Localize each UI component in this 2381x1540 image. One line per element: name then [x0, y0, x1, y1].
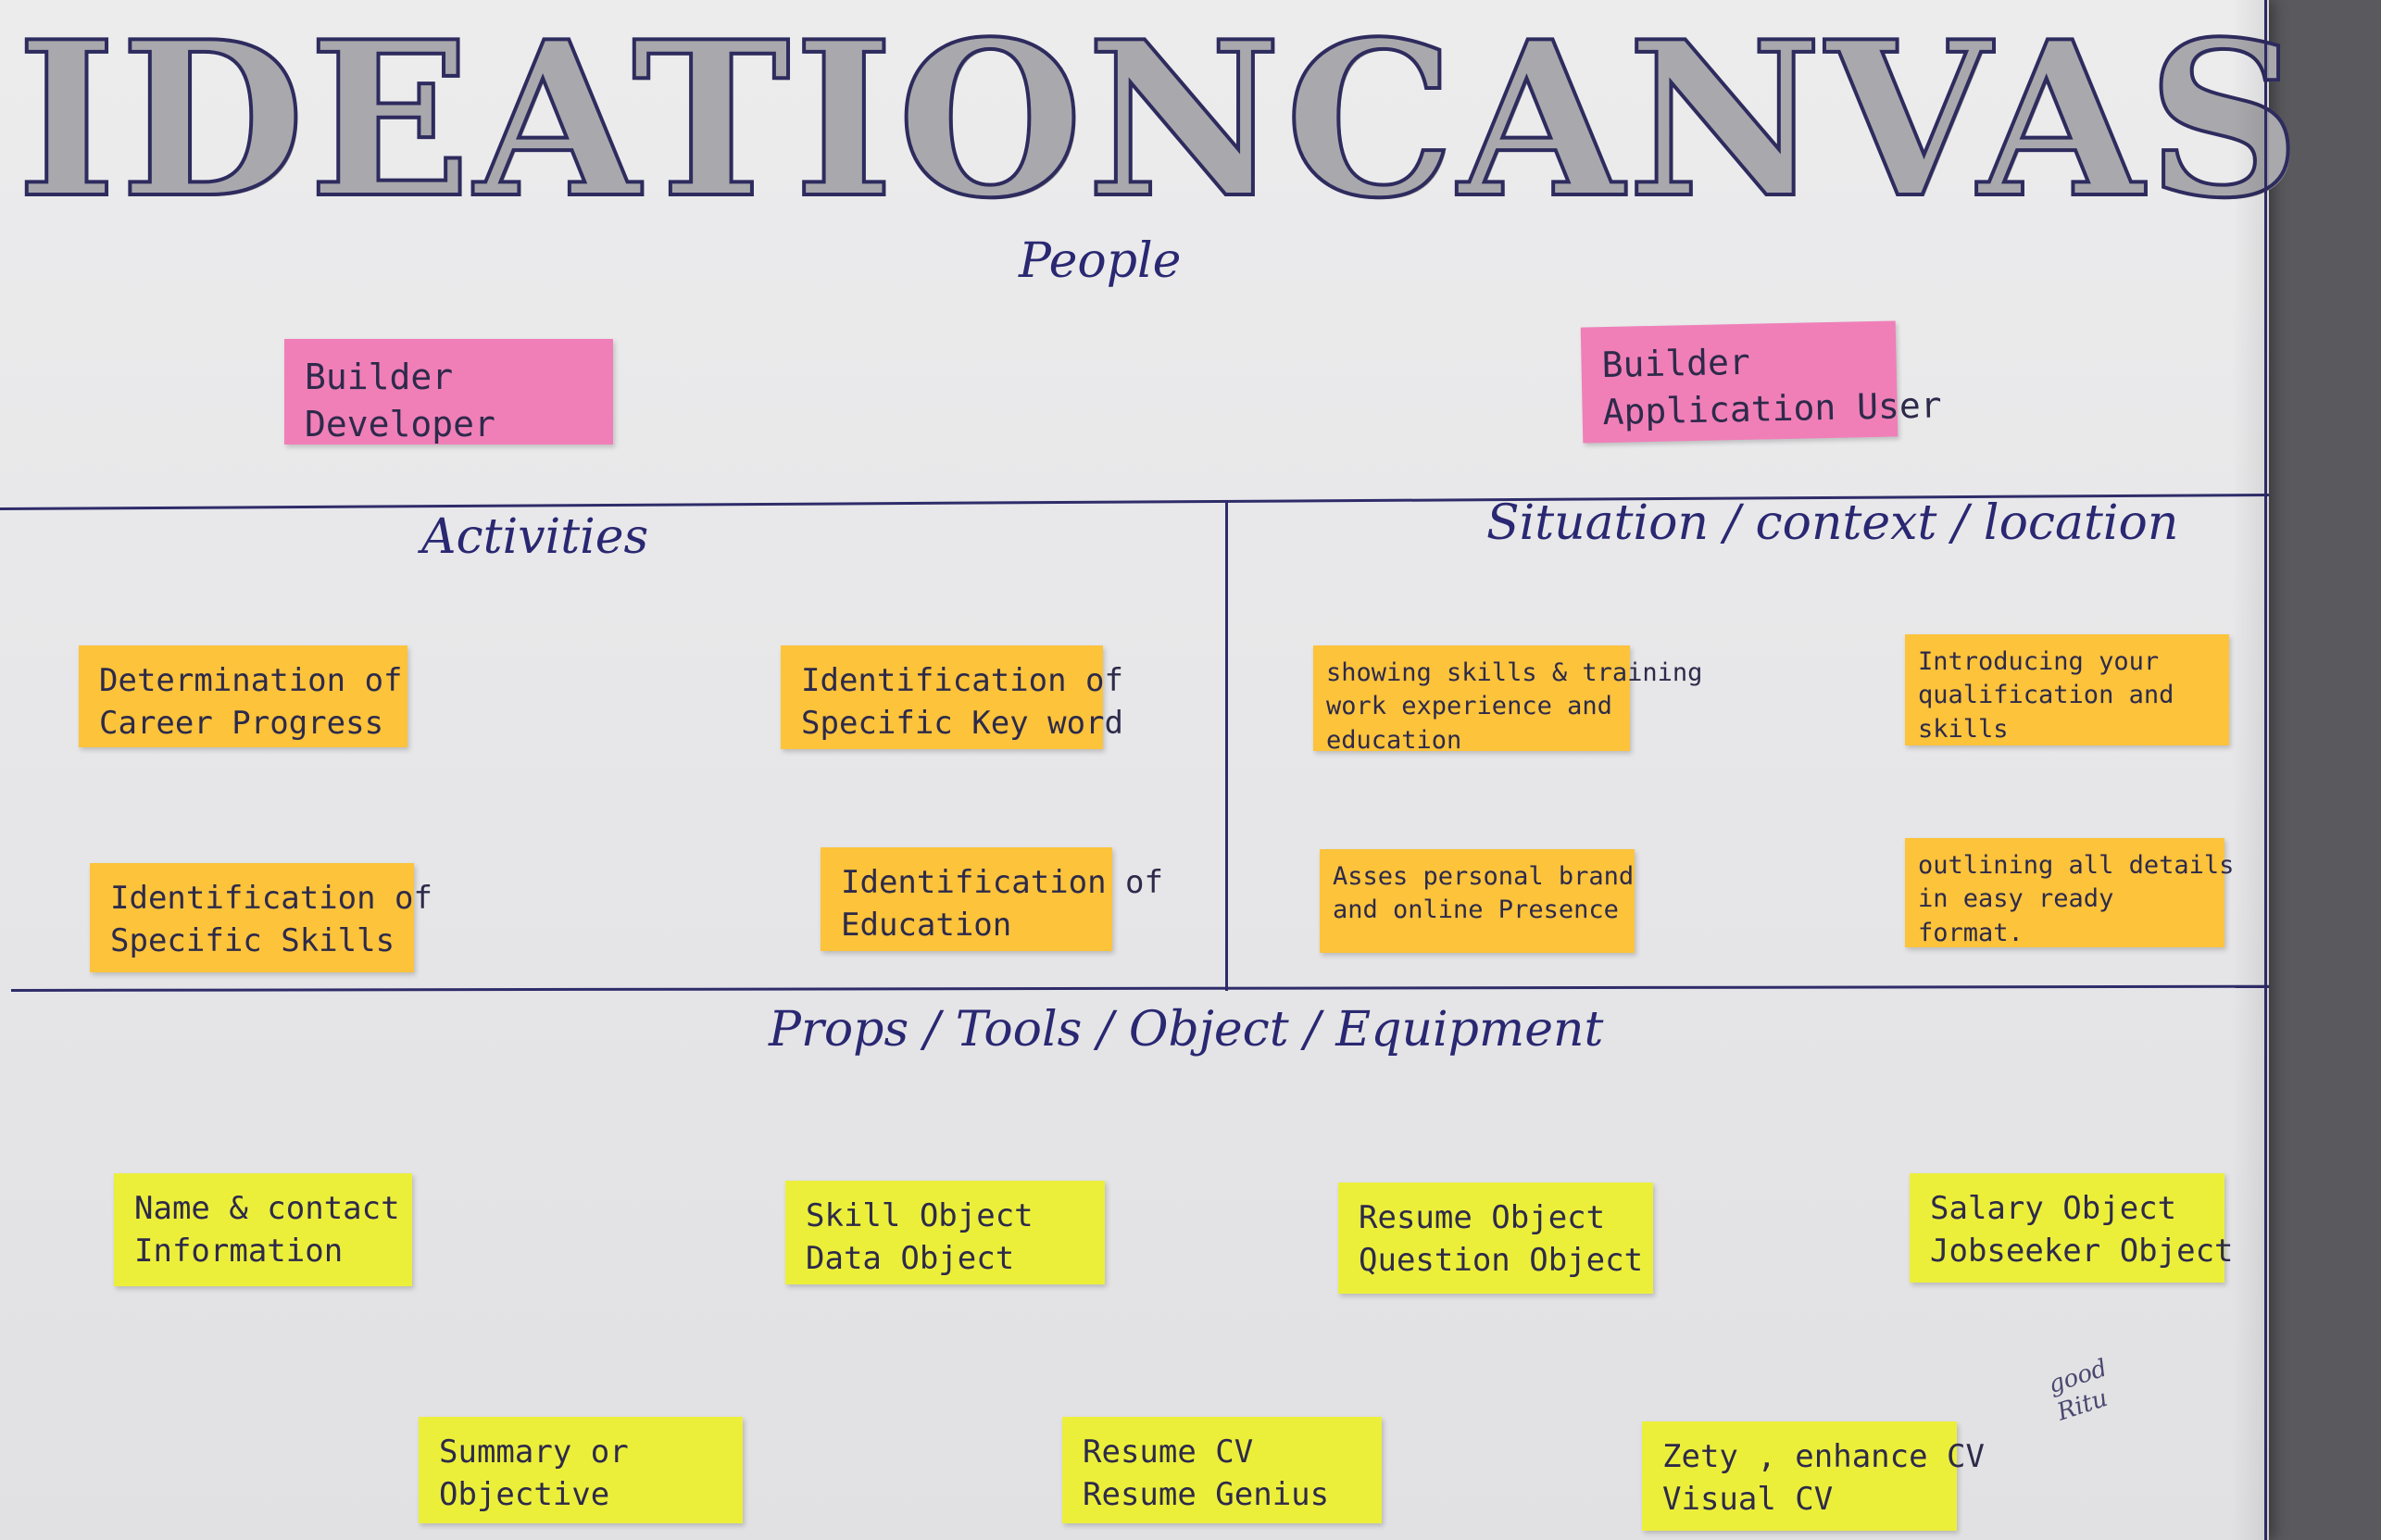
sticky-note: Resume CV Resume Genius — [1062, 1417, 1382, 1523]
sticky-note: Skill Object Data Object — [785, 1181, 1105, 1284]
note-line: Information — [134, 1232, 344, 1270]
sticky-note: showing skills & training work experienc… — [1313, 645, 1703, 755]
section-label-situation: Situation / context / location — [1486, 495, 2179, 551]
note-line: Asses personal brand — [1333, 862, 1635, 891]
note-line: Specific Skills — [110, 921, 395, 959]
sticky-note: Salary Object Jobseeker Object — [1910, 1173, 2234, 1283]
note-line: Visual CV — [1662, 1480, 1834, 1518]
note-line: Application User — [1602, 384, 1943, 433]
note-line: Career Progress — [99, 704, 384, 742]
note-line: Question Object — [1359, 1241, 1644, 1279]
note-line: Zety , enhance CV — [1662, 1438, 1985, 1475]
note-line: Data Object — [806, 1239, 1015, 1277]
section-label-people: People — [1019, 233, 1182, 289]
title-word-ideation: IDEATION — [15, 0, 1285, 245]
sticky-note: Identification of Specific Skills — [90, 863, 432, 972]
sticky-note: Builder Application User — [1580, 320, 1943, 444]
sticky-note: Zety , enhance CV Visual CV — [1642, 1421, 1985, 1531]
sticky-note: Builder Developer — [284, 339, 613, 444]
note-line: Resume CV — [1083, 1434, 1254, 1471]
note-line: in easy ready — [1918, 884, 2114, 914]
sticky-note: Identification of Education — [821, 847, 1163, 951]
note-line: Education — [841, 906, 1012, 944]
divider-props-top — [10, 984, 2269, 992]
note-line: Specific Key word — [801, 704, 1123, 742]
sticky-note: Determination of Career Progress — [79, 645, 407, 747]
note-line: Identification of — [801, 662, 1123, 699]
section-label-props: Props / Tools / Object / Equipment — [769, 1002, 1604, 1058]
note-line: work experience and — [1326, 692, 1612, 721]
paper-sheet: IDEATION CANVAS People Activities Situat… — [0, 0, 2302, 1540]
note-line: Objective — [439, 1475, 610, 1513]
note-line: showing skills & training — [1326, 658, 1703, 687]
note-line: Builder — [305, 357, 454, 397]
canvas-title: IDEATION CANVAS — [0, 0, 2302, 245]
sticky-note: Identification of Specific Key word — [781, 645, 1123, 749]
note-line: Salary Object — [1930, 1190, 2177, 1227]
note-line: Resume Genius — [1083, 1475, 1330, 1513]
sticky-note: Introducing your qualification and skill… — [1905, 634, 2229, 745]
note-line: Summary or — [439, 1434, 629, 1471]
sticky-note: Asses personal brand and online Presence — [1320, 849, 1635, 953]
note-line: Identification of — [841, 864, 1163, 901]
note-line: Resume Object — [1359, 1199, 1606, 1236]
sticky-note: Name & contact Information — [114, 1173, 412, 1286]
sticky-note: outlining all details in easy ready form… — [1905, 838, 2235, 947]
right-border-line — [2264, 0, 2267, 1540]
note-line: and online Presence — [1333, 895, 1619, 925]
note-line: Identification of — [110, 880, 432, 917]
note-line: Introducing your — [1918, 647, 2160, 676]
note-line: skills — [1918, 714, 2009, 744]
title-word-canvas: CANVAS — [1284, 0, 2305, 245]
note-line: Builder — [1601, 341, 1751, 386]
note-line: Developer — [305, 404, 495, 445]
note-line: Name & contact — [134, 1190, 400, 1227]
handwritten-signature: good Ritu — [2045, 1338, 2197, 1513]
divider-middle-vertical — [1225, 500, 1228, 991]
note-line: outlining all details — [1918, 851, 2235, 880]
sticky-note: Resume Object Question Object — [1338, 1183, 1653, 1294]
sticky-note: Summary or Objective — [419, 1417, 743, 1523]
section-label-activities: Activities — [421, 509, 649, 565]
note-line: education — [1326, 725, 1462, 755]
note-line: Skill Object — [806, 1197, 1034, 1234]
note-line: format. — [1918, 918, 2024, 947]
note-line: Determination of — [99, 662, 403, 699]
note-line: qualification and — [1918, 681, 2174, 710]
note-line: Jobseeker Object — [1930, 1232, 2234, 1270]
